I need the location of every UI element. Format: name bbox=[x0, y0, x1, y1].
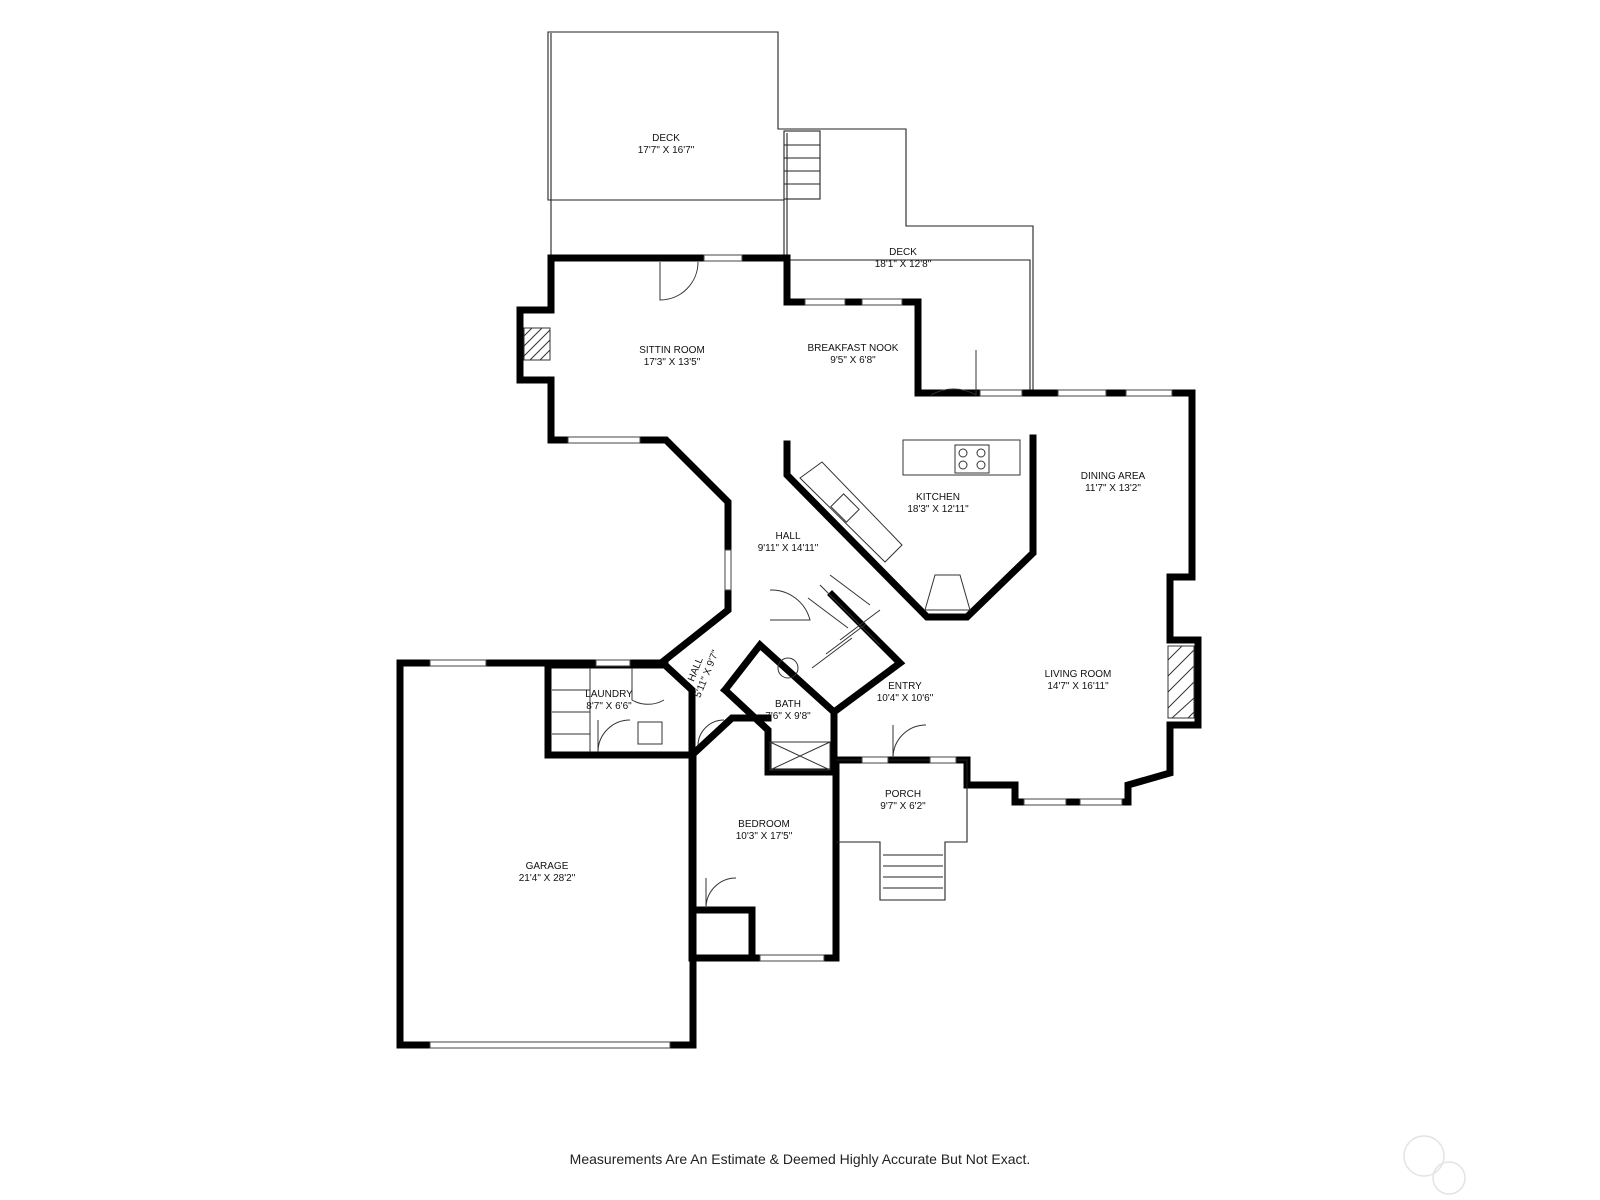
bath-sink-icon bbox=[777, 657, 799, 679]
room-name-porch: PORCH bbox=[885, 789, 921, 800]
pantry-cabinet bbox=[924, 574, 971, 611]
room-name-living: LIVING ROOM bbox=[1045, 669, 1112, 680]
door-swing bbox=[892, 724, 927, 759]
cooktop-icon bbox=[954, 444, 990, 474]
door-swing bbox=[697, 719, 725, 746]
kitchen-counter bbox=[799, 461, 903, 563]
window bbox=[429, 1041, 671, 1049]
bedroom-closet-wall bbox=[688, 906, 756, 962]
room-size-bedroom: 10'3" X 17'5" bbox=[736, 831, 793, 842]
laundry-sink-icon bbox=[637, 721, 663, 745]
room-labels: DECK 17'7" X 16'7" DECK 18'1" X 12'8" SI… bbox=[519, 133, 1146, 884]
room-name-garage: GARAGE bbox=[526, 861, 569, 872]
window bbox=[595, 659, 631, 667]
room-size-hall-main: 9'11" X 14'11" bbox=[758, 543, 819, 554]
laundry-shelves bbox=[552, 668, 591, 752]
room-name-dining: DINING AREA bbox=[1081, 471, 1146, 482]
room-size-porch: 9'7" X 6'2" bbox=[880, 801, 926, 812]
shower-icon bbox=[769, 741, 831, 771]
room-name-kitchen: KITCHEN bbox=[916, 492, 960, 503]
porch-stair-treads bbox=[883, 854, 943, 889]
fireplace-right-hatch bbox=[1167, 645, 1195, 719]
room-size-bath: 7'6" X 9'8" bbox=[765, 711, 811, 722]
window bbox=[724, 549, 732, 591]
fireplace-left bbox=[523, 327, 551, 361]
room-size-living: 14'7" X 16'11" bbox=[1047, 681, 1109, 692]
room-name-deck-right: DECK bbox=[889, 247, 917, 258]
door-swing bbox=[631, 668, 665, 705]
room-name-bedroom: BEDROOM bbox=[738, 819, 790, 830]
window bbox=[759, 954, 825, 962]
doors bbox=[597, 261, 977, 909]
room-name-deck-top: DECK bbox=[652, 133, 680, 144]
door-swing bbox=[705, 877, 737, 909]
door-swing bbox=[930, 350, 977, 396]
room-name-entry: ENTRY bbox=[888, 681, 922, 692]
hall-small-label-group: HALL 5'11" X 9'7" bbox=[686, 648, 722, 699]
porch-outline bbox=[836, 759, 968, 901]
watermark-logo bbox=[1403, 1135, 1466, 1195]
room-name-hall-main: HALL bbox=[775, 531, 800, 542]
kitchen-wall bbox=[783, 434, 1037, 621]
window bbox=[703, 254, 743, 262]
window bbox=[861, 756, 889, 764]
room-size-deck-top: 17'7" X 16'7" bbox=[638, 145, 695, 156]
burner-icon bbox=[958, 448, 968, 458]
fireplace-left-hatch bbox=[523, 327, 551, 361]
window bbox=[567, 436, 641, 444]
living-room-east-wall bbox=[832, 389, 1202, 806]
room-size-entry: 10'4" X 10'6" bbox=[877, 693, 934, 704]
burner-icon bbox=[976, 460, 986, 470]
deck-outlines bbox=[547, 31, 1034, 394]
burner-icon bbox=[976, 448, 986, 458]
burner-icon bbox=[958, 460, 968, 470]
hall-stairs bbox=[807, 574, 881, 669]
entry-wall bbox=[827, 590, 906, 732]
window bbox=[979, 389, 1023, 397]
room-size-sitting: 17'3" X 13'5" bbox=[644, 357, 701, 368]
kitchen-sink-icon bbox=[830, 493, 860, 523]
shower-cross bbox=[769, 741, 831, 771]
door-swing bbox=[769, 589, 811, 621]
window bbox=[429, 659, 487, 667]
room-size-dining: 11'7" X 13'2" bbox=[1085, 483, 1141, 494]
windows bbox=[429, 254, 1173, 1049]
room-size-nook: 9'5" X 6'8" bbox=[830, 355, 876, 366]
window bbox=[1057, 389, 1107, 397]
room-name-laundry: LAUNDRY bbox=[585, 689, 633, 700]
window bbox=[861, 298, 903, 306]
window bbox=[1023, 798, 1067, 806]
window bbox=[1125, 389, 1173, 397]
window bbox=[804, 298, 846, 306]
door-swing bbox=[659, 261, 699, 301]
window bbox=[929, 756, 957, 764]
sitting-room-wall bbox=[547, 254, 1036, 397]
room-size-laundry: 8'7" X 6'6" bbox=[586, 701, 632, 712]
room-size-deck-right: 18'1" X 12'8" bbox=[875, 259, 932, 270]
deck-top-outline bbox=[547, 31, 1034, 394]
sitting-room-west-wall bbox=[516, 254, 732, 665]
deck-stairs bbox=[783, 130, 821, 200]
fixtures bbox=[523, 327, 1195, 771]
room-size-garage: 21'4" X 28'2" bbox=[519, 873, 576, 884]
walls bbox=[396, 254, 1202, 1049]
room-name-sitting: SITTIN ROOM bbox=[639, 345, 705, 356]
deck-stair-treads bbox=[784, 144, 820, 185]
room-name-bath: BATH bbox=[775, 699, 801, 710]
room-name-nook: BREAKFAST NOOK bbox=[808, 343, 899, 354]
kitchen-island bbox=[902, 439, 1021, 476]
window bbox=[1079, 798, 1123, 806]
room-size-kitchen: 18'3" X 12'11" bbox=[907, 504, 969, 515]
disclaimer-text: Measurements Are An Estimate & Deemed Hi… bbox=[569, 1151, 1031, 1167]
door-swing bbox=[597, 719, 631, 753]
